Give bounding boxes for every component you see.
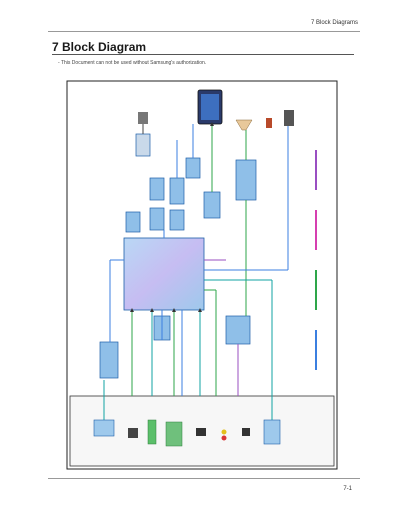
connector-component [196,428,206,436]
flash-memory-block [125,211,141,233]
frc-block [203,191,221,219]
uart-block [135,133,151,157]
connector-optical [242,428,250,436]
title-underline [52,54,354,55]
arrow-component [198,308,202,312]
tuner-block [93,419,115,437]
block-diagram-canvas [66,80,338,470]
page-number: 7-1 [343,486,352,492]
footer-divider [48,478,360,479]
av-jack-yellow [221,429,227,435]
av-jack-red [221,435,227,441]
arrow-panel [210,122,214,126]
ddr-memory-block-2 [149,177,165,201]
block-diagram [66,80,338,470]
arrow-scart [150,308,154,312]
sound-amp-block [235,159,257,201]
remote-ir-symbol [284,110,294,126]
function-key-block [263,419,281,445]
arrow-pc [172,308,176,312]
uart-connector-symbol [138,112,148,124]
tcon-block [185,157,201,179]
header-divider [48,31,360,32]
arrow-hdmi [130,308,134,312]
audio-codec-block [225,315,251,345]
speaker-connector [266,118,272,128]
lvds-block [169,177,185,205]
connector-scart [147,419,157,445]
authorization-notice: - This Document can not be used without … [58,60,207,66]
connector-hdmi [128,428,138,438]
page-title: 7 Block Diagram [52,40,147,54]
chapter-header: 7 Block Diagrams [310,20,358,26]
main-ic-block [123,237,205,311]
ddr-memory-block-1 [149,207,165,231]
eeprom-block [169,209,185,231]
connector-pc [165,421,183,447]
hdmi-switch-block [99,341,119,379]
panel-screen [201,94,219,120]
